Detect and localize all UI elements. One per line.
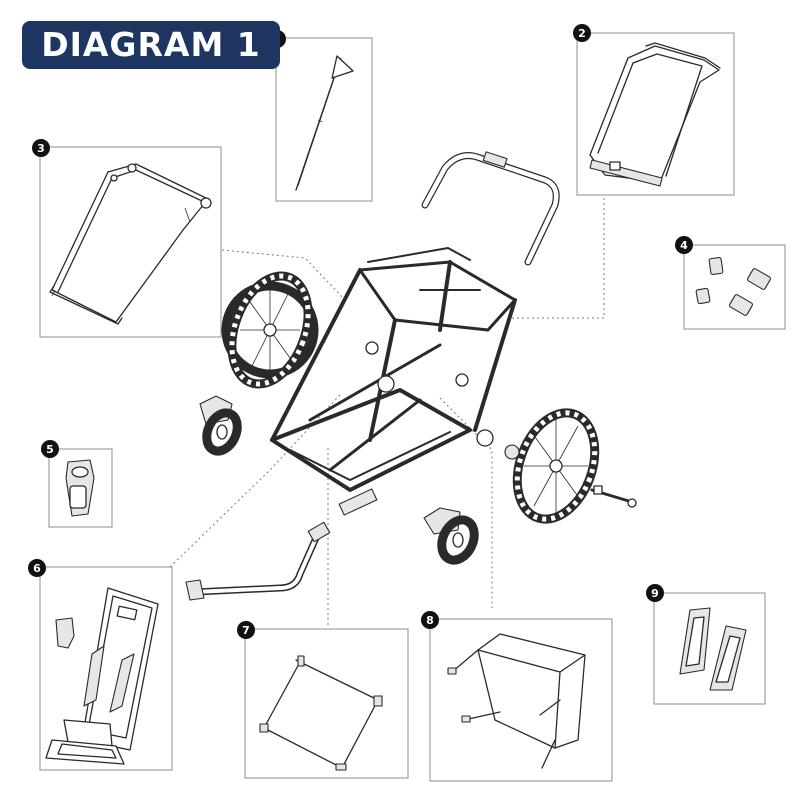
- svg-text:4: 4: [680, 239, 688, 252]
- rear-wheel-left[interactable]: [214, 265, 327, 394]
- part-8-storage-basket[interactable]: [429, 618, 613, 782]
- part-9-reflectors[interactable]: [653, 592, 766, 705]
- part-5-buckle[interactable]: [48, 448, 113, 528]
- callout-6: 6: [28, 559, 46, 577]
- svg-text:6: 6: [33, 562, 41, 575]
- callout-7: 7: [237, 621, 255, 639]
- callout-5: 5: [41, 440, 59, 458]
- part-2-canopy-panel[interactable]: [576, 32, 735, 196]
- svg-text:2: 2: [578, 27, 586, 40]
- svg-text:7: 7: [242, 624, 250, 637]
- front-wheel-left[interactable]: [199, 395, 243, 456]
- callouts: 1 2 3 4 5 6 7 8 9: [28, 24, 693, 639]
- part-7-floor-cover[interactable]: [244, 628, 409, 779]
- svg-text:5: 5: [46, 443, 54, 456]
- svg-text:8: 8: [426, 614, 434, 627]
- callout-2: 2: [573, 24, 591, 42]
- part-3-rain-cover[interactable]: [39, 146, 222, 338]
- part-6-seat-harness[interactable]: [39, 566, 173, 771]
- svg-text:3: 3: [37, 142, 45, 155]
- svg-text:9: 9: [651, 587, 659, 600]
- rear-wheel-right[interactable]: [503, 402, 637, 530]
- callout-8: 8: [421, 611, 439, 629]
- callout-9: 9: [646, 584, 664, 602]
- callout-4: 4: [675, 236, 693, 254]
- main-assembly: [185, 151, 637, 601]
- frame[interactable]: [270, 247, 517, 516]
- tow-arm[interactable]: [185, 521, 331, 601]
- callout-3: 3: [32, 139, 50, 157]
- part-1-safety-flag[interactable]: [275, 37, 373, 202]
- part-4-clips[interactable]: [683, 244, 786, 330]
- front-wheel-right[interactable]: [423, 507, 480, 565]
- diagram-title: DIAGRAM 1: [22, 21, 280, 69]
